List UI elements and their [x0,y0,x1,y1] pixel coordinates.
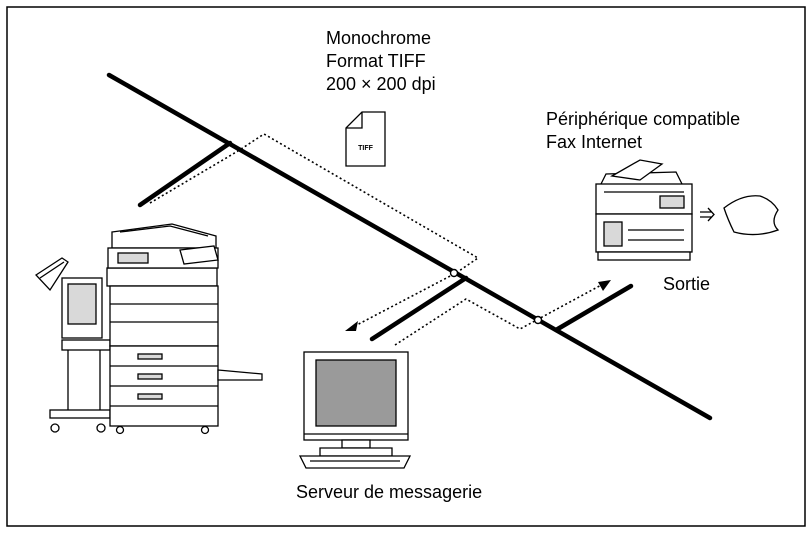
computer-monitor-icon [298,351,412,469]
fax-machine-icon [595,159,693,261]
flow-arrowhead-server [345,321,358,331]
receiver-title-line1: Périphérique compatible [546,109,740,129]
network-lines [106,72,713,421]
server-branch [369,275,469,342]
output-label: Sortie [663,274,710,294]
output-arrow-icon [700,207,715,222]
junction-backbone-receiver [533,315,543,325]
server-label: Serveur de messagerie [296,482,482,502]
tiff-document-icon: TIFF [345,111,386,167]
internet-backbone [106,72,713,421]
paper-sheet-icon [723,195,780,236]
output-indicator [700,195,780,236]
file-format-color: Monochrome [326,28,431,48]
flow-arrowhead-receiver [598,280,611,291]
receiver-title-line2: Fax Internet [546,132,642,152]
junction-backbone-server [449,268,459,278]
receiver-branch [553,283,634,333]
flow-server-to-receiver [394,282,606,346]
tiff-label: TIFF [358,145,373,152]
sender-branch [137,140,233,208]
file-format-type: Format TIFF [326,51,426,71]
data-flow-paths [149,133,611,346]
file-format-resolution: 200 × 200 dpi [326,74,436,94]
multifunction-copier-icon [34,223,263,435]
